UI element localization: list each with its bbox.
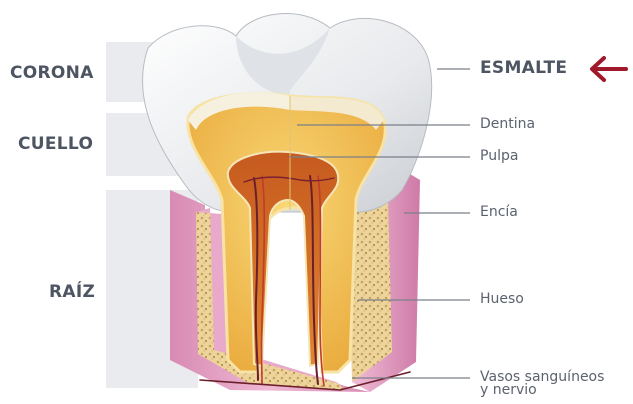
vasos-label-line2: y nervio	[480, 384, 604, 397]
arrow-left-icon	[592, 58, 626, 80]
dentina-label: Dentina	[480, 116, 535, 132]
hueso-label: Hueso	[480, 291, 524, 307]
encia-label: Encía	[480, 204, 518, 220]
vasos-label: Vasos sanguíneos y nervio	[480, 371, 604, 397]
esmalte-label: ESMALTE	[480, 58, 567, 78]
pulpa-label: Pulpa	[480, 148, 518, 164]
